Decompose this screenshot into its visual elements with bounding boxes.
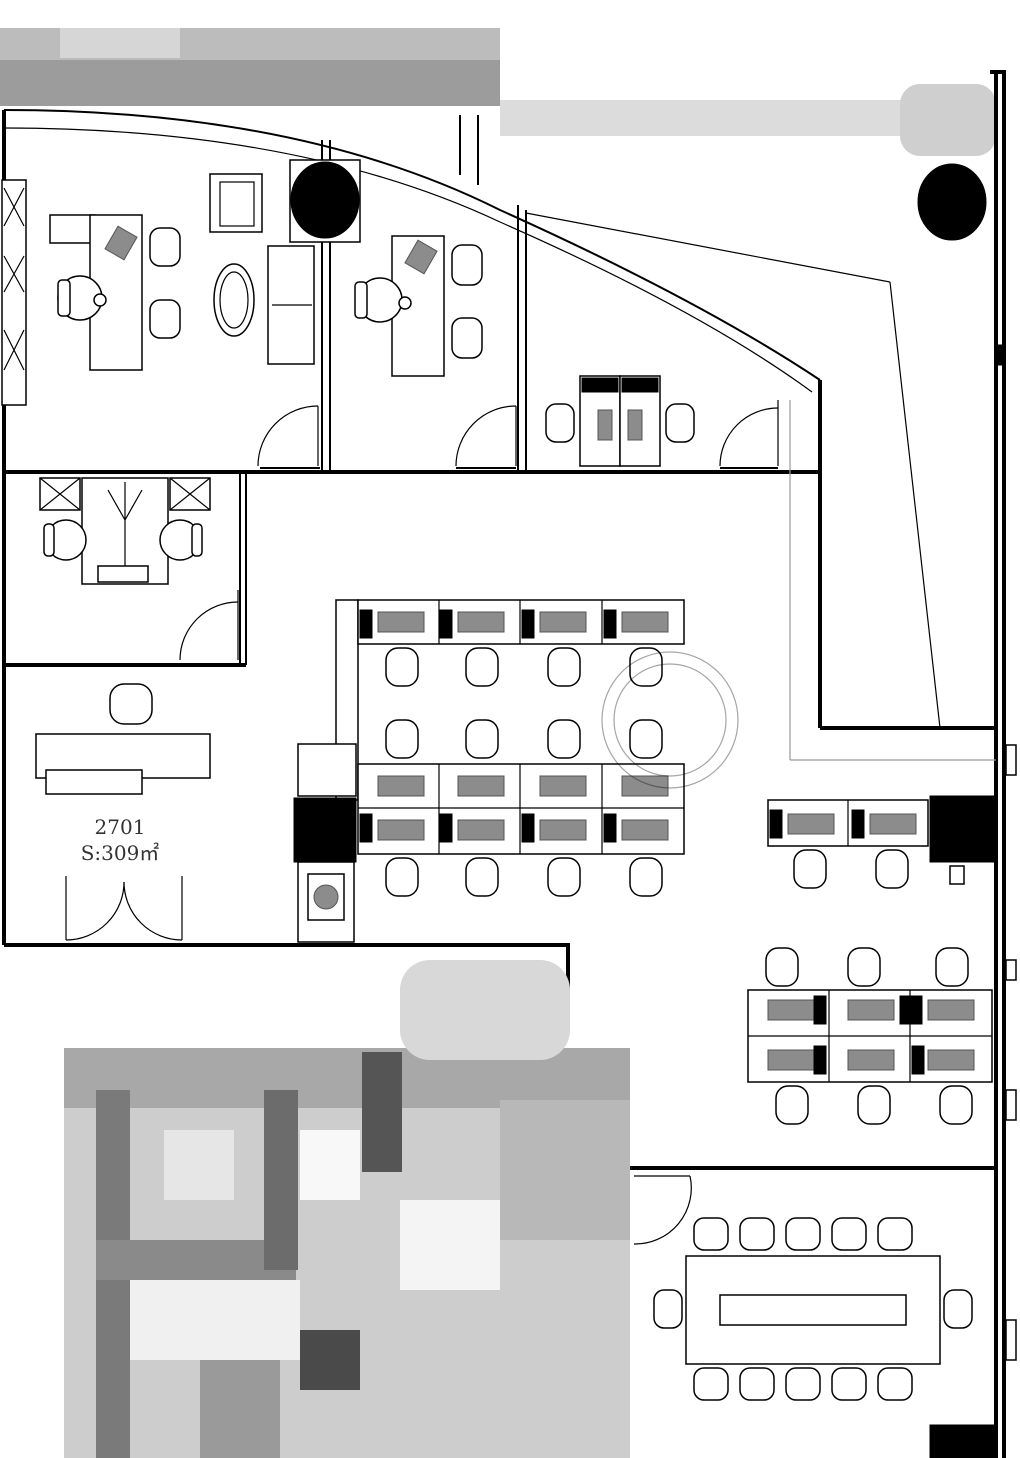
office-3-furniture — [545, 375, 695, 467]
workstation-cluster-right-bottom — [747, 947, 993, 1125]
office-4-furniture — [39, 477, 211, 585]
reception-desk — [35, 683, 211, 795]
meeting-table — [653, 1217, 973, 1401]
interior-walls — [4, 115, 996, 761]
workstation-cluster-right-top — [767, 799, 929, 889]
unit-number-label: 2701 — [95, 815, 146, 839]
office-1-furniture — [1, 173, 315, 406]
pixelated-mask — [64, 960, 630, 1458]
blurred-header-mask — [0, 28, 996, 156]
watermark-logo — [601, 651, 739, 789]
workstation-cluster-central — [335, 599, 685, 897]
window-marks — [995, 344, 1017, 1361]
doors — [65, 400, 779, 1245]
structural-columns — [289, 159, 995, 1458]
unit-area-label: S:309㎡ — [81, 841, 160, 865]
pantry-block — [293, 743, 357, 943]
office-2-furniture — [354, 235, 483, 377]
